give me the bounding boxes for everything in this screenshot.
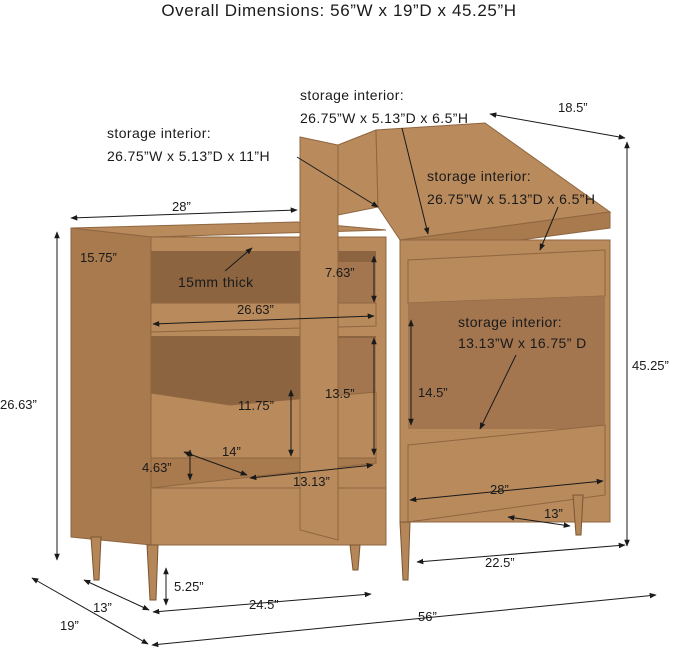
left-storage-dims: 26.75”W x 5.13”D x 11”H	[107, 148, 270, 164]
dim-line-19	[31, 577, 149, 645]
dim-line-26-63-shelf	[152, 313, 375, 327]
dim-line-22-5	[416, 542, 626, 565]
leader-right-storage	[539, 206, 559, 251]
dim-13-right: 13”	[544, 506, 563, 521]
dim-45-25: 45.25”	[632, 358, 669, 373]
dim-5-25: 5.25”	[174, 579, 204, 594]
dim-line-18-5	[489, 112, 626, 140]
dim-56: 56”	[418, 609, 437, 624]
dim-15-75: 15.75”	[80, 250, 117, 265]
dim-13-13: 13.13”	[293, 474, 330, 489]
dim-13-left: 13”	[93, 600, 112, 615]
lower-storage-label: storage interior:	[458, 314, 562, 330]
dim-line-28-top	[70, 207, 298, 221]
dim-28-bottom: 28”	[490, 482, 509, 497]
dim-line-28-bottom	[409, 478, 604, 503]
dim-4-63: 4.63”	[142, 460, 172, 475]
leader-thickness	[224, 247, 253, 272]
left-storage-label: storage interior:	[107, 125, 211, 141]
dim-19: 19”	[60, 618, 79, 633]
right-storage-dims: 26.75”W x 5.13”D x 6.5”H	[427, 191, 595, 207]
lower-storage-dims: 13.13”W x 16.75” D	[458, 335, 587, 351]
dim-24-5: 24.5”	[249, 597, 279, 612]
dim-14-5: 14.5”	[418, 385, 448, 400]
dim-line-56	[151, 592, 657, 648]
dim-26-63-height: 26.63”	[0, 397, 37, 412]
dim-22-5: 22.5”	[485, 555, 515, 570]
top-storage-label: storage interior:	[300, 87, 404, 103]
dim-26-63-shelf: 26.63”	[237, 302, 274, 317]
dim-line-14	[183, 451, 248, 476]
dim-28-top: 28”	[172, 199, 191, 214]
diagram-title: Overall Dimensions: 56”W x 19”D x 45.25”…	[161, 1, 516, 20]
dim-13-5: 13.5”	[325, 386, 355, 401]
top-storage-dims: 26.75”W x 5.13”D x 6.5”H	[300, 110, 468, 126]
leader-top-storage	[401, 127, 430, 235]
leader-lower-storage	[479, 354, 517, 430]
dim-7-63: 7.63”	[325, 265, 355, 280]
dim-11-75: 11.75”	[238, 398, 274, 413]
right-cabinet	[299, 122, 612, 581]
leader-left-storage	[296, 156, 379, 208]
dim-line-13-right	[507, 515, 571, 528]
thickness-label: 15mm thick	[178, 274, 254, 290]
dim-14: 14”	[222, 444, 241, 459]
right-storage-label: storage interior:	[427, 168, 531, 184]
dim-line-13-13	[249, 462, 374, 481]
dim-18-5: 18.5”	[558, 100, 588, 115]
